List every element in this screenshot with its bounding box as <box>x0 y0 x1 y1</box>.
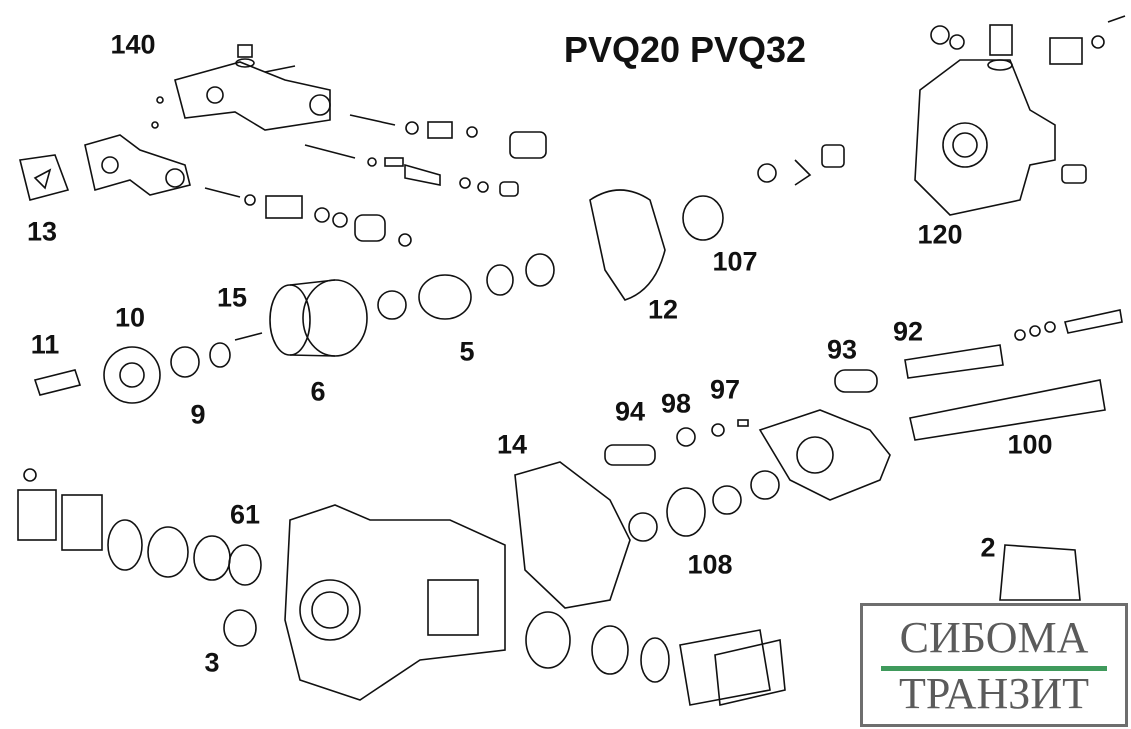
callout-107: 107 <box>712 246 758 277</box>
callout-108: 108 <box>687 549 733 580</box>
callout-12: 12 <box>647 294 679 325</box>
callout-61: 61 <box>229 499 261 530</box>
drive-shaft-100 <box>909 379 1106 441</box>
logo-line-2: ТРАНЗИТ <box>899 669 1089 718</box>
callout-9: 9 <box>190 399 206 430</box>
callout-11: 11 <box>30 329 60 360</box>
callout-93: 93 <box>826 334 858 365</box>
callout-140: 140 <box>110 29 156 60</box>
callout-2: 2 <box>980 532 996 563</box>
diagram-title: PVQ20 PVQ32 <box>563 29 807 70</box>
end-cover-120 <box>757 15 1126 216</box>
callout-15: 15 <box>216 282 248 313</box>
callout-94: 94 <box>614 396 646 427</box>
shaft-11 <box>33 369 82 396</box>
callout-14: 14 <box>496 429 528 460</box>
seal-kit-bag-2 <box>999 544 1081 601</box>
compensator-assembly-140 <box>19 44 547 247</box>
callout-120: 120 <box>917 219 963 250</box>
callout-98: 98 <box>660 388 692 419</box>
callout-97: 97 <box>709 374 741 405</box>
callout-92: 92 <box>892 316 924 347</box>
callout-5: 5 <box>459 336 475 367</box>
cylinder-block-6 <box>269 279 368 357</box>
gasket-14 <box>514 461 631 609</box>
port-plate-12 <box>589 189 666 301</box>
logo-green-bar <box>881 666 1107 671</box>
callout-10: 10 <box>114 302 146 333</box>
company-logo-watermark: СИБОМА ТРАНЗИТ <box>860 603 1128 727</box>
swashplate-10 <box>103 346 161 404</box>
callout-6: 6 <box>310 376 326 407</box>
callout-100: 100 <box>1007 429 1053 460</box>
callout-3: 3 <box>204 647 220 678</box>
bushing-107 <box>682 195 724 241</box>
pump-housing <box>284 504 506 701</box>
callout-13: 13 <box>26 216 58 247</box>
logo-line-1: СИБОМА <box>899 613 1089 662</box>
